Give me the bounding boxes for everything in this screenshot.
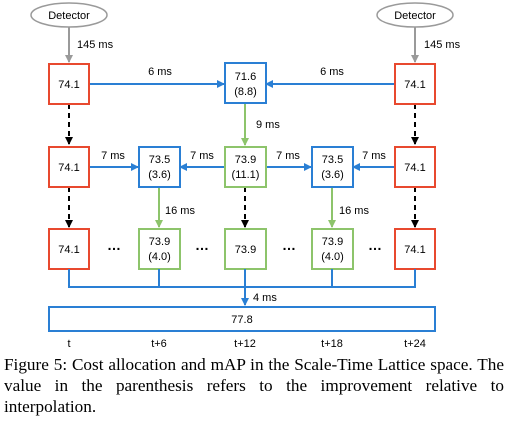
node-r2-b-value: 73.5 — [149, 154, 170, 166]
top-left-cost: 6 ms — [148, 66, 172, 78]
time-label-4: t+24 — [404, 338, 426, 350]
ellipsis-4: … — [368, 237, 382, 253]
merge-connector — [68, 269, 416, 288]
node-r3-center — [224, 228, 267, 270]
top-right-cost: 6 ms — [320, 66, 344, 78]
merge-cost: 4 ms — [253, 292, 277, 304]
node-r1-left — [48, 63, 90, 105]
ellipsis-3: … — [282, 237, 296, 253]
down-left-cost: 16 ms — [165, 205, 195, 217]
down-right-cost: 16 ms — [339, 205, 369, 217]
time-label-3: t+18 — [321, 338, 343, 350]
figure-caption: Figure 5: Cost allocation and mAP in the… — [4, 355, 504, 416]
node-r3-b — [138, 228, 181, 270]
center-down-cost: 9 ms — [256, 119, 280, 131]
time-label-2: t+12 — [234, 338, 256, 350]
detector-left-label: Detector — [48, 10, 90, 22]
node-r2-left-value: 74.1 — [58, 162, 79, 174]
mid-cost-2: 7 ms — [190, 150, 214, 162]
node-r3-d-gain: (4.0) — [321, 251, 344, 263]
node-r2-center-value: 73.9 — [235, 154, 256, 166]
mid-cost-1: 7 ms — [101, 150, 125, 162]
node-r3-d-value: 73.9 — [322, 236, 343, 248]
node-r1-center-value: 71.6 — [235, 71, 256, 83]
node-r2-center — [224, 146, 267, 188]
final-box — [48, 306, 436, 332]
node-r2-center-gain: (11.1) — [232, 169, 260, 181]
node-r1-right-value: 74.1 — [404, 79, 425, 91]
node-r3-b-gain: (4.0) — [148, 251, 171, 263]
node-r1-right — [394, 63, 436, 105]
node-r2-left — [48, 146, 90, 188]
node-r1-center — [224, 62, 267, 104]
node-r2-d — [311, 146, 354, 188]
node-r3-b-value: 73.9 — [149, 236, 170, 248]
node-r2-d-value: 73.5 — [322, 154, 343, 166]
final-value: 77.8 — [231, 314, 252, 326]
node-r3-right — [394, 228, 436, 270]
mid-cost-3: 7 ms — [276, 150, 300, 162]
node-r2-d-gain: (3.6) — [321, 169, 344, 181]
node-r1-center-gain: (8.8) — [234, 86, 257, 98]
node-r3-d — [311, 228, 354, 270]
time-label-0: t — [67, 338, 70, 350]
node-r3-left-value: 74.1 — [58, 244, 79, 256]
node-r2-right — [394, 146, 436, 188]
detector-left-cost: 145 ms — [77, 39, 114, 51]
ellipsis-2: … — [195, 237, 209, 253]
node-r2-b-gain: (3.6) — [148, 169, 171, 181]
node-r3-right-value: 74.1 — [404, 244, 425, 256]
ellipsis-1: … — [107, 237, 121, 253]
node-r1-left-value: 74.1 — [58, 79, 79, 91]
time-label-1: t+6 — [151, 338, 167, 350]
node-r2-b — [138, 146, 181, 188]
mid-cost-4: 7 ms — [362, 150, 386, 162]
detector-right-label: Detector — [394, 10, 436, 22]
detector-right-cost: 145 ms — [424, 39, 461, 51]
node-r2-right-value: 74.1 — [404, 162, 425, 174]
node-r3-center-value: 73.9 — [235, 244, 256, 256]
lattice-diagram: Detector Detector 145 ms 145 ms 6 ms 6 m… — [30, 2, 461, 350]
